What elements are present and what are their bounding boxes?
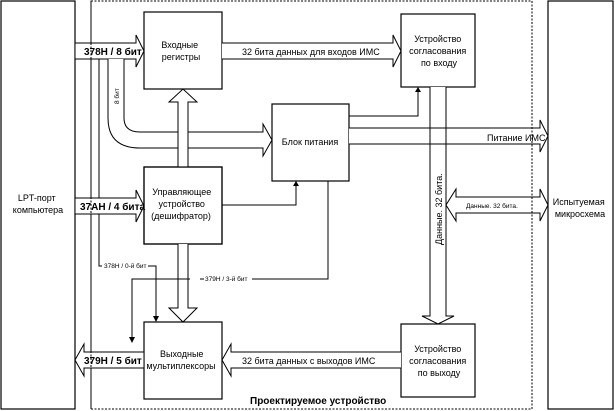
input-registers-label: Входные регистры [161, 40, 200, 62]
arrow-data-from-outputs [221, 342, 401, 378]
chip-under-test-label: Испытуемая микросхема [553, 197, 608, 219]
arrow-control-to-output-mux [167, 244, 199, 323]
lpt-port-block [0, 0, 76, 410]
input-matching-label: Устройство согласования по входу [409, 34, 469, 68]
chip-under-test-block [547, 0, 614, 410]
arrow-data-to-inputs [222, 34, 402, 68]
arrow-8bit-to-power [107, 59, 273, 158]
arrow-378h-label: 378H / 8 бит [84, 46, 142, 58]
control-unit-label: Управляющее устройство (дешифратор) [151, 187, 214, 221]
line-power-to-input-matching [349, 90, 419, 117]
arrow-data-bus-vertical-label: Данные. 32 бита. [434, 173, 444, 245]
arrow-8bit-label: 8 бит [113, 88, 121, 104]
arrow-data-to-inputs-label: 32 бита данных для входов ИМС [242, 47, 380, 57]
input-matching-block [400, 13, 476, 88]
line-control-to-power [222, 184, 297, 206]
arrow-379h [74, 342, 145, 378]
output-matching-label: Устройство согласования по выходу [409, 344, 469, 378]
arrow-data-bus-vertical [421, 87, 455, 325]
arrow-37ah [74, 189, 145, 223]
power-unit-label: Блок питания [282, 137, 339, 147]
output-mux-label: Выходные мультиплексоры [146, 349, 215, 371]
designed-device-label: Проектируемое устройство [250, 396, 386, 407]
arrow-data-from-outputs-label: 32 бита данных с выходов ИМС [242, 356, 376, 366]
output-matching-block [400, 323, 476, 398]
line-378h-bit0-tail [148, 265, 157, 318]
arrow-control-to-input-registers [167, 88, 199, 167]
lpt-port-label: LPT-порт компьютера [13, 193, 63, 215]
arrow-data-bus-chip [445, 187, 549, 223]
line-378h-bit0-label: 378H / 0-й бит [104, 262, 147, 270]
power-unit-block [271, 103, 350, 182]
arrowhead-control-power [293, 181, 299, 186]
input-registers-block [143, 11, 223, 90]
line-379h-bit3-label: 379H / 3-й бит [205, 275, 248, 283]
arrowhead-bit3 [129, 337, 135, 343]
arrow-379h-label: 379H / 5 бит [84, 355, 142, 367]
arrow-37ah-label: 37AH / 4 бита [80, 201, 145, 213]
line-379h-bit3-tail [252, 181, 329, 280]
arrow-data-bus-chip-label: Данные. 32 бита. [466, 202, 518, 210]
arrowhead-power-input [415, 87, 421, 92]
arrow-chip-power [349, 119, 549, 153]
arrowhead-bit0 [153, 316, 159, 322]
arrow-378h [74, 34, 145, 68]
line-378h-bit0 [98, 59, 102, 267]
arrow-chip-power-label: Питание ИМС [487, 133, 546, 143]
